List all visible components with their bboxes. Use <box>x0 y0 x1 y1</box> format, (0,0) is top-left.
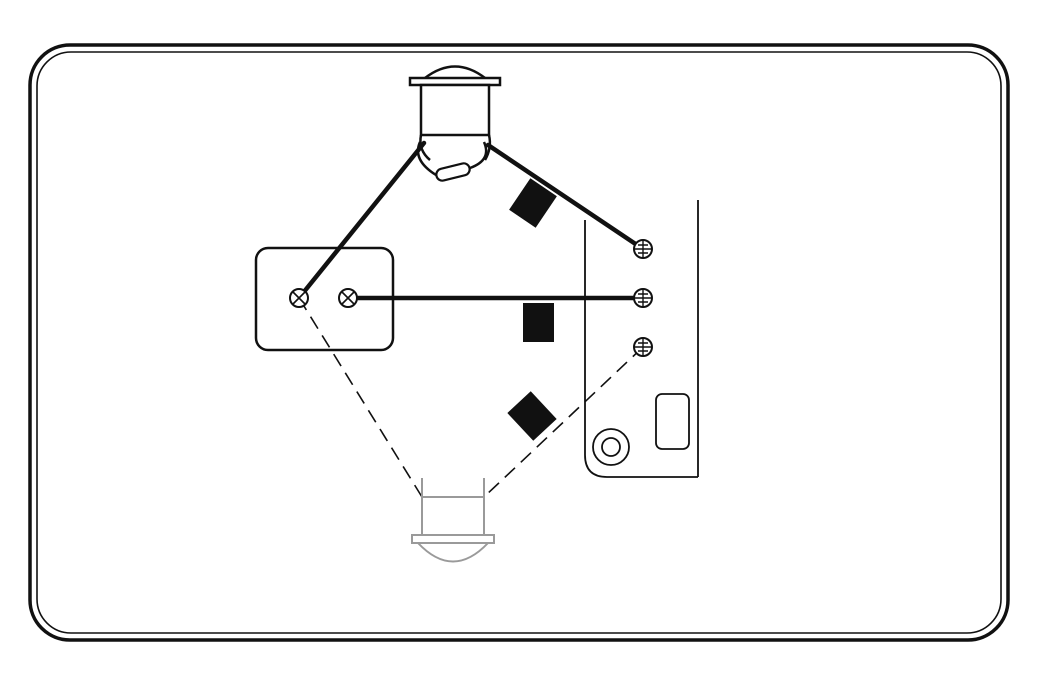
panel-hole-outer <box>593 429 629 465</box>
terminal-screw-bottom <box>634 338 652 356</box>
insulator-blocks <box>507 178 557 441</box>
terminal-screw-middle <box>634 289 652 307</box>
insulator-middle <box>523 303 554 342</box>
insulator-bottom <box>507 391 556 441</box>
wire-socket-to-top-terminal <box>488 145 643 249</box>
terminal-screw-top <box>634 240 652 258</box>
outer-frame <box>30 45 1008 640</box>
inline-fuse-icon <box>418 142 486 182</box>
panel-hole-inner <box>602 438 620 456</box>
dashed-wire-bottom-terminal-to-lower-socket <box>484 347 643 497</box>
lamp-socket-ghost-icon <box>412 478 494 562</box>
screw-head-icon <box>339 289 357 307</box>
screw-head-icon <box>290 289 308 307</box>
panel-slot <box>656 394 689 449</box>
